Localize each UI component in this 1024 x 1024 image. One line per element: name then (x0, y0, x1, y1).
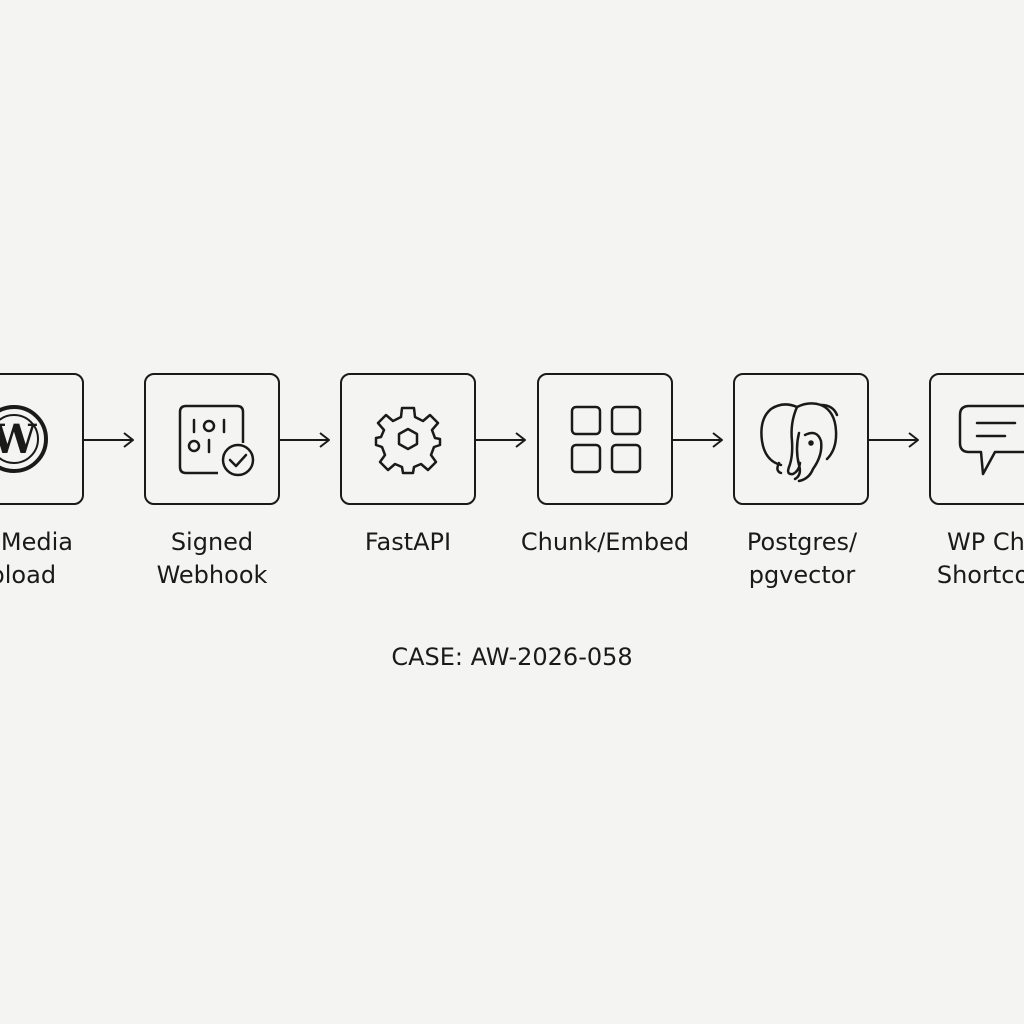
node-wp-chat-shortcode (929, 373, 1024, 505)
arrow-3 (476, 432, 526, 448)
node-signed-webhook (144, 373, 280, 505)
arrow-5 (869, 432, 919, 448)
node-chunk-embed (537, 373, 673, 505)
arrow-4 (673, 432, 723, 448)
case-label: CASE: AW-2026-058 (391, 643, 633, 671)
chat-bubble-icon (958, 404, 1024, 476)
node-wp-media-upload: W (0, 373, 84, 505)
arrow-2 (280, 432, 330, 448)
postgres-elephant-icon (760, 402, 839, 483)
label-signed-webhook: Signed Webhook (156, 528, 268, 589)
node-postgres-pgvector (733, 373, 869, 505)
signed-webhook-icon (178, 404, 255, 477)
label-fastapi: FastAPI (364, 528, 452, 556)
label-chunk-embed: Chunk/Embed (520, 528, 690, 556)
arrow-1 (84, 432, 134, 448)
svg-text:W: W (0, 416, 38, 463)
gear-icon (374, 406, 442, 475)
node-fastapi (340, 373, 476, 505)
wordpress-icon: W (0, 405, 48, 473)
label-postgres-pgvector: Postgres/ pgvector (746, 528, 858, 589)
label-wp-media-upload: WP Media Upload (0, 528, 73, 589)
label-wp-chat-shortcode: WP Chat Shortcode (936, 528, 1024, 589)
grid-icon (570, 405, 642, 474)
